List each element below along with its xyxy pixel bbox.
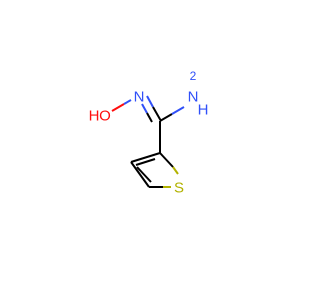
ring-bond-c4-c5-inner	[136, 166, 152, 183]
molecule-structure: H O N N H 2 S	[89, 69, 209, 197]
ring-bond-c3-c2	[159, 152, 174, 168]
bond-n-c-double-b-c	[146, 112, 153, 123]
ring-bond-c4-c5	[130, 161, 150, 188]
bond-n-c-double-b	[141, 103, 148, 114]
bond-n-c-double-a-c	[152, 106, 162, 122]
bond-n-c-double-a	[146, 95, 154, 108]
bond-o-n-n-half	[123, 99, 132, 105]
ring-bond-c3-c4-inner	[135, 158, 156, 166]
ring-bond-c3-c2-s-half	[172, 166, 179, 175]
ring-bond-c3-c4	[130, 152, 161, 163]
atom-labels: H O N N H 2 S	[89, 69, 209, 197]
amine-hydrogen-label: H	[198, 102, 209, 119]
hydroxyl-hydrogen-label: H	[89, 108, 100, 125]
bond-c-nh2-n-half	[171, 106, 185, 115]
sulfur-label: S	[174, 180, 184, 197]
bond-c-nh2	[159, 113, 173, 122]
bonds	[111, 95, 185, 188]
amine-nitrogen-label: N	[188, 89, 199, 106]
amine-hydrogen-count-label: 2	[190, 69, 197, 83]
bond-o-n	[111, 103, 125, 112]
imine-nitrogen-label: N	[134, 89, 145, 106]
hydroxyl-oxygen-label: O	[99, 108, 111, 125]
